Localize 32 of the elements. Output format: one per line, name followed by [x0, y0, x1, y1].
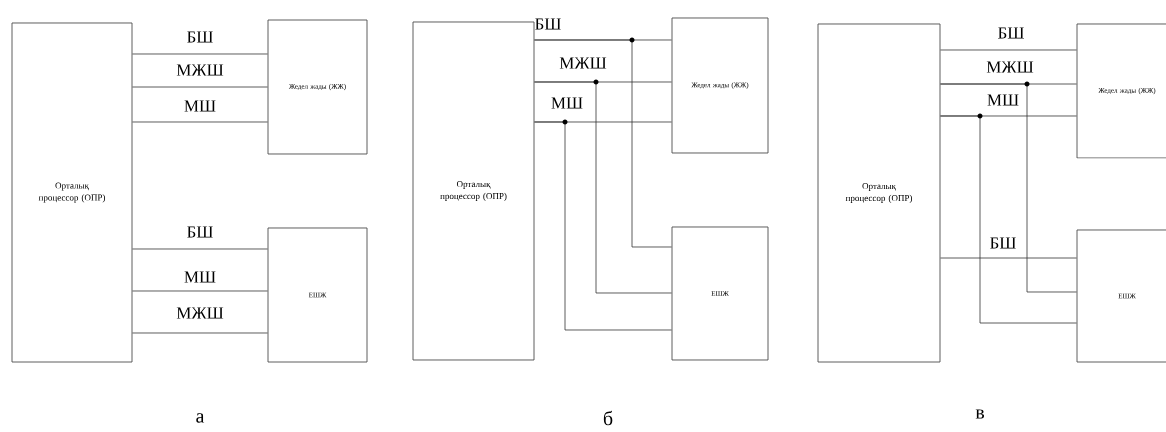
- edge-label: МЖШ: [559, 57, 607, 69]
- edge-label: МШ: [184, 271, 216, 283]
- panel-caption: в: [975, 409, 985, 419]
- bus-line: [534, 119, 672, 331]
- edge-label: МШ: [551, 97, 583, 109]
- edge-label: БШ: [187, 226, 213, 238]
- edge-label: МШ: [184, 100, 216, 112]
- edge-label: БШ: [187, 31, 213, 43]
- edge-label: БШ: [990, 237, 1016, 249]
- bus-line: [940, 113, 1077, 324]
- edge-label: МШ: [987, 94, 1019, 106]
- edge-label: МЖШ: [176, 307, 224, 319]
- bus-line: [132, 332, 268, 334]
- edge-label: МЖШ: [986, 61, 1034, 73]
- bus-line: [132, 53, 268, 55]
- edge-label: БШ: [535, 18, 561, 30]
- bus-line: [132, 290, 268, 292]
- bus-line: [940, 81, 1077, 293]
- bus-line: [534, 37, 672, 248]
- processor-box: Орталық процессор (ОПР): [412, 21, 535, 361]
- panel-caption: а: [196, 413, 205, 423]
- panel-caption: б: [603, 410, 613, 426]
- bus-line: [940, 257, 1077, 259]
- bus-line: [940, 49, 1077, 51]
- bus-line: [132, 86, 268, 88]
- bus-line: [534, 79, 672, 294]
- processor-box: Орталық процессор (ОПР): [11, 22, 133, 363]
- bus-line: [132, 121, 268, 123]
- bus-line: [132, 248, 268, 250]
- edge-label: МЖШ: [176, 64, 224, 76]
- edge-label: БШ: [998, 27, 1024, 39]
- processor-box: Орталық процессор (ОПР): [817, 23, 941, 363]
